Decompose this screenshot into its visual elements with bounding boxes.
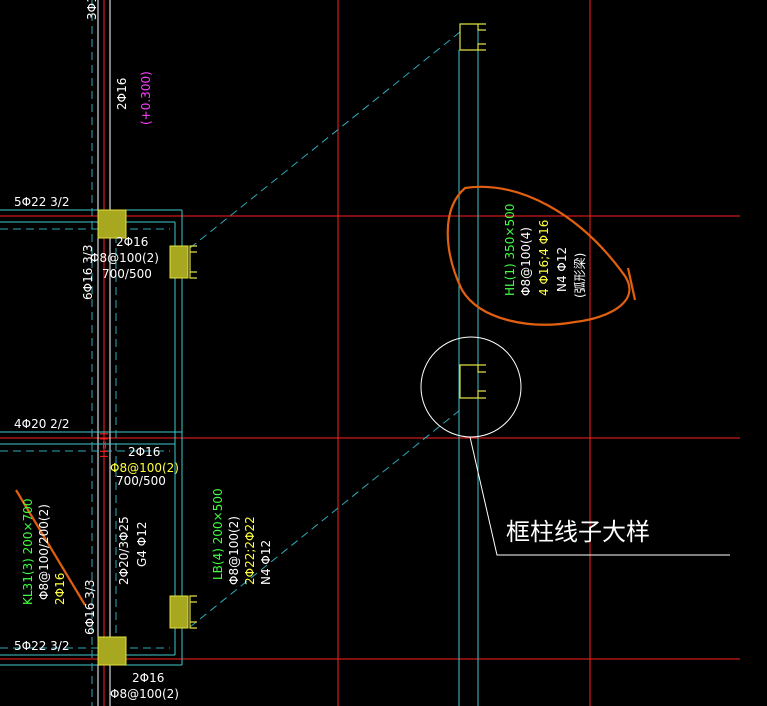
beam-mid-stirrup: Φ8@100(2) [110, 461, 179, 475]
hl-name: HL(1) 350×500 [503, 204, 517, 296]
detail-callout[interactable] [420, 336, 730, 556]
orange-markup [15, 185, 637, 606]
red-tag: H=H [98, 432, 111, 458]
beam-lines [0, 0, 479, 706]
dashed-diagonal-lower [189, 409, 461, 628]
dashed-diagonal-upper [189, 31, 461, 249]
lb-rebar: 2Φ22;2Φ22 [243, 516, 257, 585]
column-symbol-right-top [189, 245, 197, 279]
bottom-rebar: 2Φ16 [132, 671, 164, 685]
column-top-right [169, 245, 189, 279]
columns [97, 209, 189, 666]
top-elev-rebar: 2Φ16 [115, 78, 129, 110]
top-elevation: (+0.300) [139, 71, 153, 125]
callout-text: 框柱线子大样 [506, 518, 650, 546]
annotations: 3Φ1 2Φ16 (+0.300) 5Φ22 3/2 2Φ16 Φ8@100(2… [14, 0, 650, 701]
column-symbol-mid [459, 364, 486, 399]
beam-top-stirrup: Φ8@100(2) [90, 251, 159, 265]
top-clip-text: 3Φ1 [85, 0, 99, 20]
column-bottom-right [169, 595, 189, 629]
dashed-lines [0, 0, 461, 706]
callout-circle[interactable] [420, 336, 522, 438]
hl-note: (弧形梁) [572, 253, 587, 298]
left-mid-rebar: 4Φ20 2/2 [14, 417, 69, 431]
lb-stirrup: Φ8@100(2) [227, 516, 241, 585]
mid-vertical-rebar: 2Φ20/3Φ25 [117, 516, 131, 585]
kl-vertical: 6Φ16 3/3 [83, 580, 97, 635]
hl-stirrup: Φ8@100(4) [519, 227, 533, 296]
column-symbol-top [459, 23, 486, 51]
kl-stirrup: Φ8@100/200(2) [37, 504, 51, 600]
bottom-stirrup: Φ8@100(2) [110, 687, 179, 701]
left-vertical-rebar: 6Φ16 3/3 [81, 245, 95, 300]
left-top-rebar: 5Φ22 3/2 [14, 195, 69, 209]
left-bottom-rebar: 5Φ22 3/2 [14, 639, 69, 653]
beam-mid-size: 700/500 [116, 474, 166, 488]
beam-top-size: 700/500 [102, 267, 152, 281]
callout-leader [469, 436, 730, 556]
hl-n: N4 Φ12 [555, 247, 569, 292]
mid-vertical-g: G4 Φ12 [135, 522, 149, 567]
markup-ellipse [446, 185, 637, 326]
beam-mid-rebar: 2Φ16 [128, 445, 160, 459]
markup-slash [15, 489, 86, 606]
axis-grid [0, 0, 740, 706]
lb-n: N4 Φ12 [259, 540, 273, 585]
hl-rebar: 4 Φ16;4 Φ16 [537, 220, 551, 296]
lb-name: LB(4) 200×500 [211, 488, 225, 580]
column-bottom-left [97, 636, 127, 666]
column-symbols [189, 23, 486, 629]
column-top-left [97, 209, 127, 239]
column-symbol-right-bottom [189, 595, 197, 629]
kl-name: KL31(3) 200×700 [21, 499, 35, 606]
beam-top-rebar: 2Φ16 [116, 235, 148, 249]
kl-rebar: 2Φ16 [53, 573, 67, 605]
